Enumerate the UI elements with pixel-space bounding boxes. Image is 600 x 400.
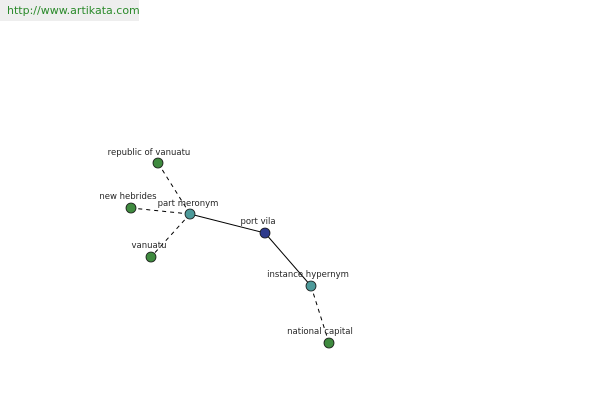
edge-instance-hypernym-to-national-capital xyxy=(310,285,330,344)
edge-part-meronym-to-new-hebrides xyxy=(130,207,191,215)
edges-layer xyxy=(130,162,330,344)
node-marker-new-hebrides[interactable] xyxy=(125,202,137,214)
edge-port-vila-to-part-meronym xyxy=(189,213,266,234)
node-label-national-capital: national capital xyxy=(287,327,353,337)
node-marker-part-meronym[interactable] xyxy=(184,208,196,220)
node-label-part-meronym: part meronym xyxy=(158,199,219,209)
node-marker-national-capital[interactable] xyxy=(323,337,335,349)
node-new-hebrides[interactable]: new hebrides xyxy=(99,192,157,214)
source-url-link[interactable]: http://www.artikata.com xyxy=(7,4,140,17)
node-label-vanuatu: vanuatu xyxy=(132,241,167,251)
node-marker-vanuatu[interactable] xyxy=(145,251,157,263)
node-instance-hypernym[interactable]: instance hypernym xyxy=(267,270,349,292)
node-label-instance-hypernym: instance hypernym xyxy=(267,270,349,280)
edge-part-meronym-to-republic-of-vanuatu xyxy=(157,162,191,215)
nodes-layer: port vila part meronym instance hypernym re… xyxy=(99,148,353,349)
edge-part-meronym-to-vanuatu xyxy=(150,213,191,258)
node-marker-republic-of-vanuatu[interactable] xyxy=(152,157,164,169)
node-vanuatu[interactable]: vanuatu xyxy=(132,241,167,263)
node-label-new-hebrides: new hebrides xyxy=(99,192,157,202)
source-bar: http://www.artikata.com xyxy=(0,0,140,21)
node-label-port-vila: port vila xyxy=(240,217,275,227)
node-label-republic-of-vanuatu: republic of vanuatu xyxy=(108,148,191,158)
node-part-meronym[interactable]: part meronym xyxy=(158,199,219,220)
edge-port-vila-to-instance-hypernym xyxy=(264,232,312,287)
node-republic-of-vanuatu[interactable]: republic of vanuatu xyxy=(108,148,191,169)
node-marker-port-vila[interactable] xyxy=(259,227,271,239)
node-port-vila[interactable]: port vila xyxy=(240,217,276,239)
node-national-capital[interactable]: national capital xyxy=(287,327,353,349)
node-marker-instance-hypernym[interactable] xyxy=(305,280,317,292)
